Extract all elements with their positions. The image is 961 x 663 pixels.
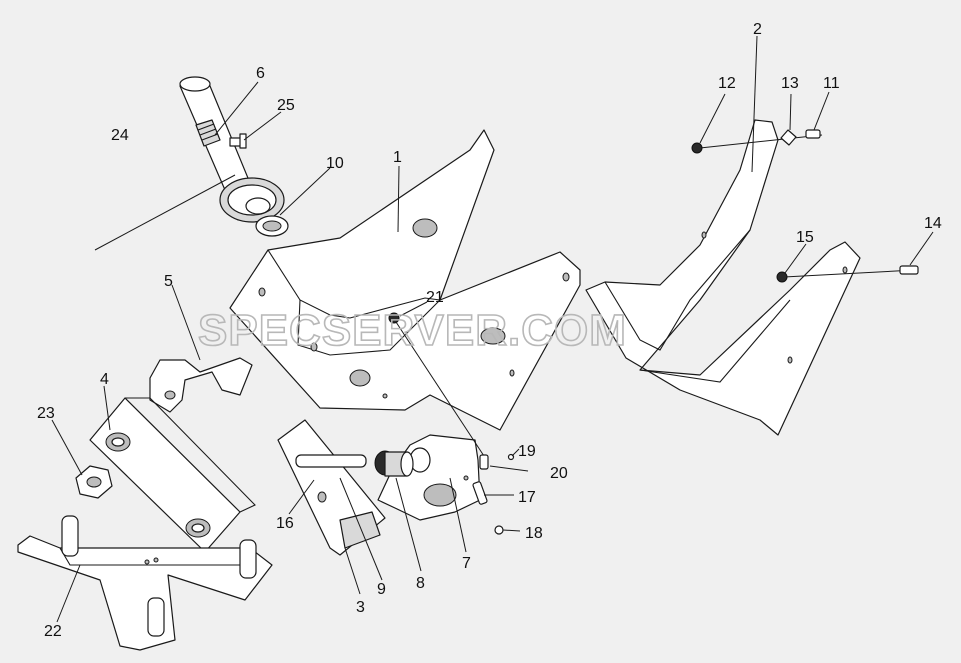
part-3-pin-bracket — [277, 419, 386, 556]
part-22-base-frame — [17, 515, 273, 651]
part-1-main-bracket — [229, 129, 581, 431]
part-23-nut — [75, 465, 113, 499]
part-24-shaft-assembly — [94, 76, 289, 251]
callout-12: 12 — [718, 75, 736, 92]
callout-7: 7 — [462, 555, 471, 572]
callout-22: 22 — [44, 623, 62, 640]
callout-9: 9 — [377, 581, 386, 598]
callout-15: 15 — [796, 229, 814, 246]
callout-24: 24 — [111, 127, 129, 144]
gear-icon — [219, 177, 285, 223]
callout-5: 5 — [164, 273, 173, 290]
part-10-bushing — [255, 215, 289, 237]
part-21-fastener — [388, 312, 489, 470]
callout-19: 19 — [518, 443, 536, 460]
callout-13: 13 — [781, 75, 799, 92]
callout-2: 2 — [753, 21, 762, 38]
bolt-group-12-13-11 — [691, 129, 823, 154]
part-7-roller-bracket — [374, 434, 481, 521]
part-8-roller — [374, 450, 414, 477]
callout-4: 4 — [100, 371, 109, 388]
callout-23: 23 — [37, 405, 55, 422]
callout-17: 17 — [518, 489, 536, 506]
callout-11: 11 — [823, 75, 840, 92]
small-hardware-17-18-19 — [472, 453, 515, 535]
callout-8: 8 — [416, 575, 425, 592]
callout-10: 10 — [326, 155, 344, 172]
callout-14: 14 — [924, 215, 942, 232]
part-25-grease-fitting — [229, 133, 247, 149]
callout-1: 1 — [393, 149, 402, 166]
callout-16: 16 — [276, 515, 294, 532]
part-4-channel-bracket — [89, 397, 256, 553]
callout-21: 21 — [426, 289, 444, 306]
watermark-text: SPECSERVER.COM — [198, 306, 627, 355]
bolt-group-15-14 — [776, 265, 919, 283]
callout-3: 3 — [356, 599, 365, 616]
callout-25: 25 — [277, 97, 295, 114]
callout-18: 18 — [525, 525, 543, 542]
callout-labels: 1 2 3 4 5 6 7 8 9 10 11 12 13 14 15 16 1… — [37, 21, 942, 640]
part-2-right-bracket — [585, 119, 861, 436]
leader-lines — [51, 35, 934, 623]
callout-6: 6 — [256, 65, 265, 82]
callout-20: 20 — [550, 465, 568, 482]
part-5-u-strap — [149, 357, 253, 413]
